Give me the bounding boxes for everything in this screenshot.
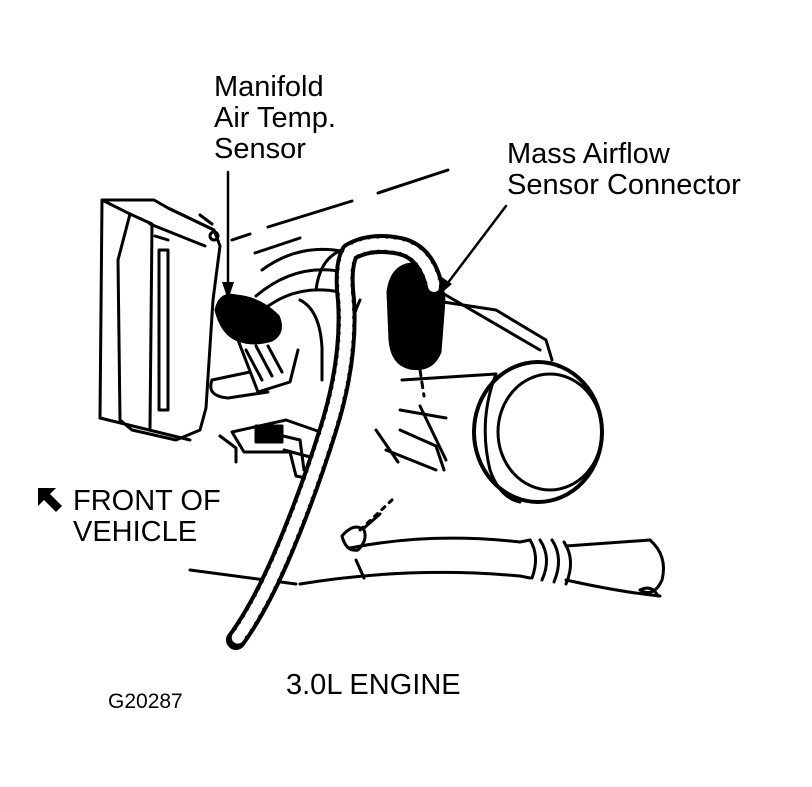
lower-air-hose [188, 536, 665, 598]
air-cleaner-housing [100, 198, 222, 442]
maf-sensor-body [374, 292, 554, 472]
wiring-harness [226, 234, 444, 650]
manifold-label-line3: Sensor [214, 133, 306, 165]
front-of-vehicle-label: FRONT OF VEHICLE [73, 486, 221, 548]
manifold-air-temp-sensor-label: Manifold Air Temp. Sensor [214, 72, 336, 165]
manifold-label-line2: Air Temp. [214, 102, 336, 134]
leader-lines [222, 170, 508, 300]
engine-caption: 3.0L ENGINE [286, 669, 461, 701]
manifold-label-line1: Manifold [214, 71, 324, 103]
maf-label-line2: Sensor Connector [507, 169, 741, 201]
mass-airflow-connector-label: Mass Airflow Sensor Connector [507, 139, 741, 201]
figure-code: G20287 [108, 690, 183, 713]
throttle-ring [472, 360, 604, 504]
arrow-up-left-icon [38, 488, 62, 512]
bolt [340, 498, 394, 552]
engine-outline [98, 168, 450, 442]
front-label-line2: VEHICLE [73, 516, 198, 548]
maf-label-line1: Mass Airflow [507, 138, 670, 170]
maf-connector-leader [442, 204, 508, 290]
air-temp-sensor [209, 293, 300, 400]
front-label-line1: FRONT OF [73, 485, 221, 517]
